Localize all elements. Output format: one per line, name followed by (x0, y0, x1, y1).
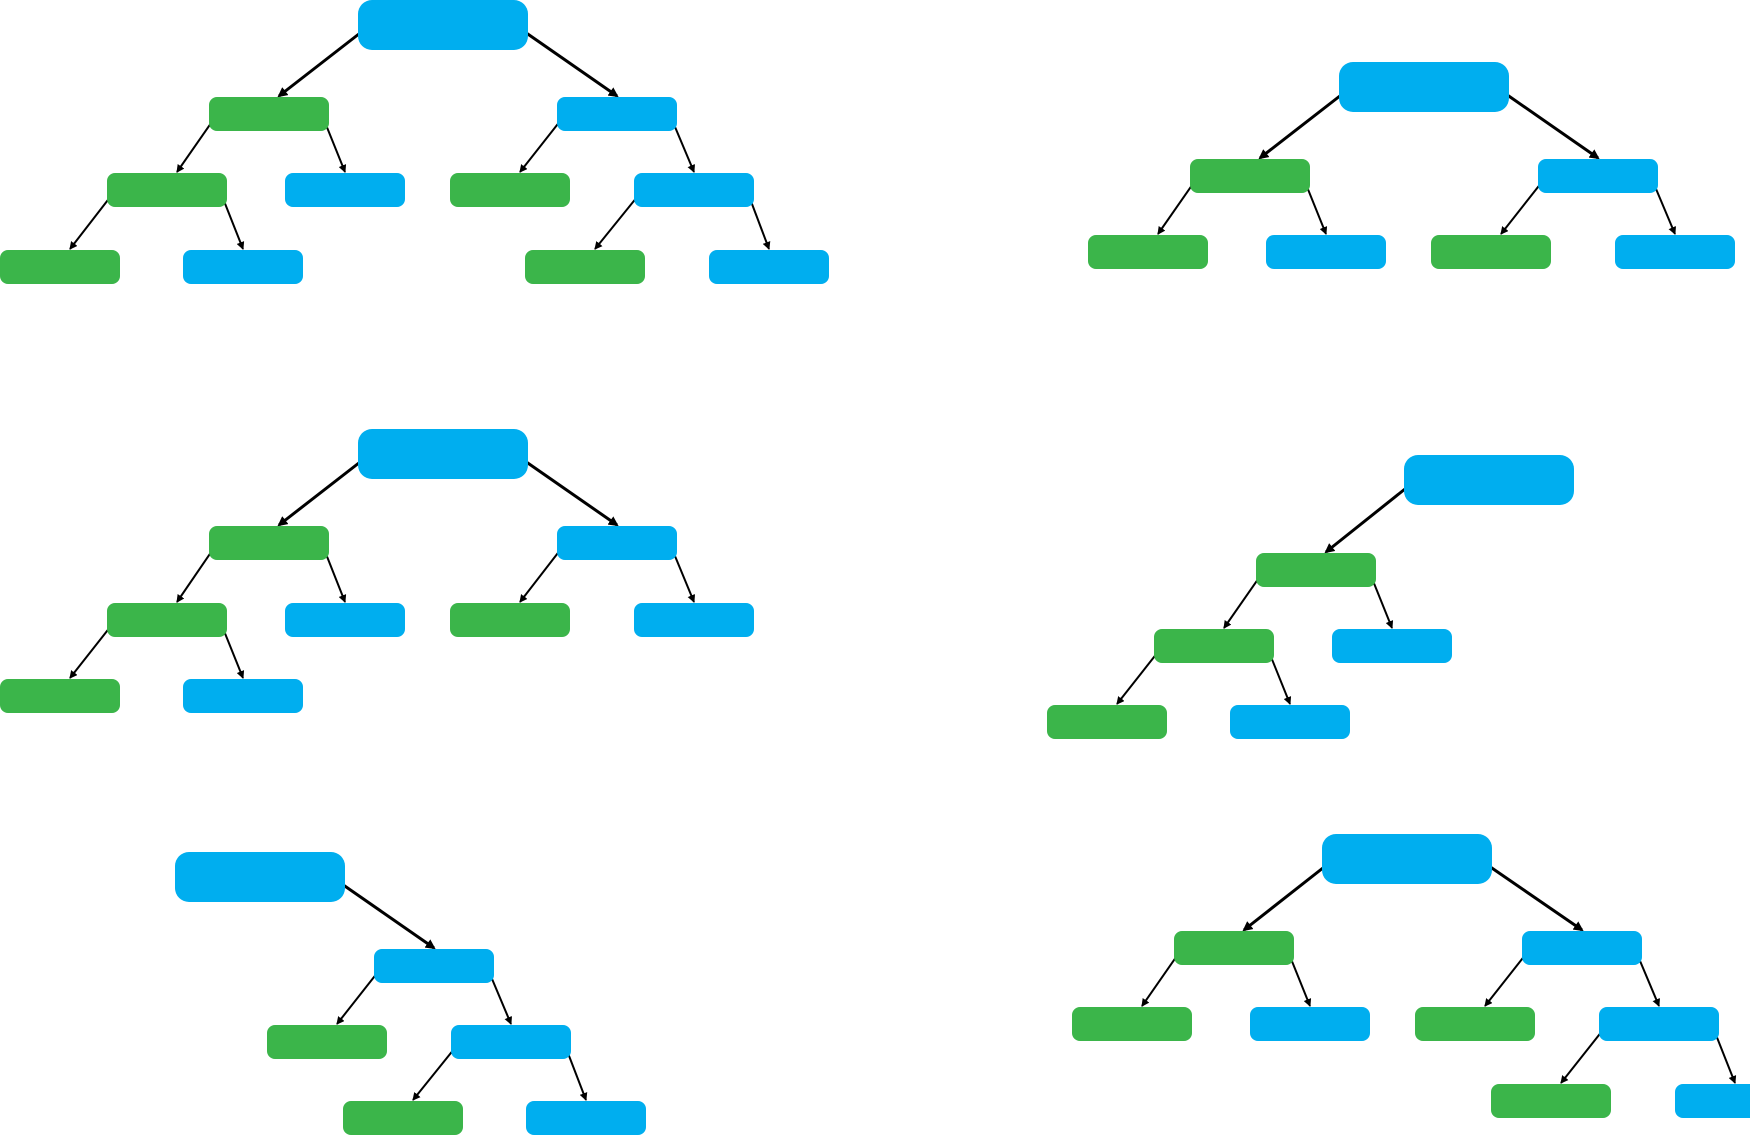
node-middle-left-e-green (450, 603, 570, 637)
arrow-top-left-b-e (519, 116, 564, 173)
arrow-bottom-right-r-a (1242, 862, 1329, 932)
node-top-left-g-green (0, 250, 120, 284)
node-bottom-left-i-green (343, 1101, 463, 1135)
node-top-left-e-green (450, 173, 570, 207)
node-middle-left-b-blue (557, 526, 677, 560)
node-middle-left-c-green (107, 603, 227, 637)
node-top-left-f-blue (634, 173, 754, 207)
node-top-right-d-blue (1266, 235, 1386, 269)
node-top-left-r-blue (358, 0, 528, 50)
node-top-left-d-blue (285, 173, 405, 207)
arrow-top-left-r-a (277, 28, 365, 98)
arrow-middle-right-a-c (1223, 572, 1263, 629)
arrow-bottom-right-f-i (1560, 1026, 1606, 1084)
diagram-middle-left-nodes (0, 429, 754, 713)
arrow-bottom-left-f-i (412, 1044, 458, 1101)
node-middle-right-d-blue (1332, 629, 1452, 663)
arrow-bottom-left-r-b (338, 880, 436, 950)
diagram-top-right-nodes (1088, 62, 1735, 269)
node-bottom-right-r-blue (1322, 834, 1492, 884)
node-top-left-i-green (525, 250, 645, 284)
node-top-right-e-green (1431, 235, 1551, 269)
diagram-top-left-nodes (0, 0, 829, 284)
node-bottom-left-f-blue (451, 1025, 571, 1059)
diagram-bottom-left-nodes (175, 852, 646, 1135)
arrow-top-left-c-g (69, 192, 114, 250)
arrow-middle-left-r-a (277, 457, 365, 527)
arrow-middle-right-c-g (1116, 648, 1161, 705)
node-top-right-b-blue (1538, 159, 1658, 193)
node-bottom-right-j-blue (1675, 1084, 1750, 1118)
node-bottom-right-b-blue (1522, 931, 1642, 965)
node-bottom-right-a-green (1174, 931, 1294, 965)
arrow-middle-left-b-e (519, 545, 564, 603)
node-top-left-c-green (107, 173, 227, 207)
arrow-top-right-a-c (1157, 178, 1197, 235)
diagram-middle-right-nodes (1047, 455, 1574, 739)
node-middle-right-g-green (1047, 705, 1167, 739)
node-bottom-left-b-blue (374, 949, 494, 983)
arrow-bottom-right-r-b (1485, 862, 1584, 932)
node-bottom-right-d-blue (1250, 1007, 1370, 1041)
node-middle-right-r-blue (1404, 455, 1574, 505)
node-top-right-r-blue (1339, 62, 1509, 112)
node-middle-left-h-blue (183, 679, 303, 713)
node-top-right-a-green (1190, 159, 1310, 193)
node-middle-right-c-green (1154, 629, 1274, 663)
node-middle-right-a-green (1256, 553, 1376, 587)
node-middle-left-a-green (209, 526, 329, 560)
diagram-bottom-left-edges (336, 880, 588, 1101)
node-middle-left-g-green (0, 679, 120, 713)
diagram-top-right-edges (1157, 90, 1676, 235)
node-bottom-left-e-green (267, 1025, 387, 1059)
arrow-top-right-r-b (1502, 90, 1600, 160)
node-top-left-b-blue (557, 97, 677, 131)
arrow-middle-left-a-c (176, 545, 216, 603)
arrow-top-left-f-i (594, 192, 641, 250)
diagram-bottom-right-edges (1141, 862, 1737, 1084)
diagram-middle-right-edges (1116, 483, 1411, 705)
node-bottom-left-r-blue (175, 852, 345, 902)
diagram-bottom-right-nodes (1072, 834, 1750, 1118)
arrow-top-right-b-e (1500, 178, 1545, 235)
node-middle-right-h-blue (1230, 705, 1350, 739)
diagram-top-left-edges (69, 28, 771, 250)
diagram-middle-left-edges (69, 457, 696, 679)
node-bottom-right-f-blue (1599, 1007, 1719, 1041)
node-top-right-f-blue (1615, 235, 1735, 269)
arrow-bottom-right-a-c (1141, 950, 1181, 1007)
node-bottom-right-i-green (1491, 1084, 1611, 1118)
node-top-right-c-green (1088, 235, 1208, 269)
node-top-left-j-blue (709, 250, 829, 284)
node-bottom-right-e-green (1415, 1007, 1535, 1041)
arrow-middle-left-r-b (521, 457, 619, 527)
node-middle-left-r-blue (358, 429, 528, 479)
arrow-bottom-right-b-e (1484, 950, 1529, 1007)
arrow-top-right-r-a (1258, 90, 1346, 160)
node-top-left-h-blue (183, 250, 303, 284)
node-top-left-a-green (209, 97, 329, 131)
arrow-middle-left-c-g (69, 622, 114, 679)
arrow-top-left-r-b (521, 28, 619, 98)
arrow-middle-right-r-a (1324, 483, 1411, 554)
node-bottom-left-j-blue (526, 1101, 646, 1135)
arrow-bottom-left-b-e (336, 968, 381, 1025)
node-middle-left-f-blue (634, 603, 754, 637)
node-bottom-right-c-green (1072, 1007, 1192, 1041)
node-middle-left-d-blue (285, 603, 405, 637)
arrow-top-left-a-c (176, 116, 216, 173)
